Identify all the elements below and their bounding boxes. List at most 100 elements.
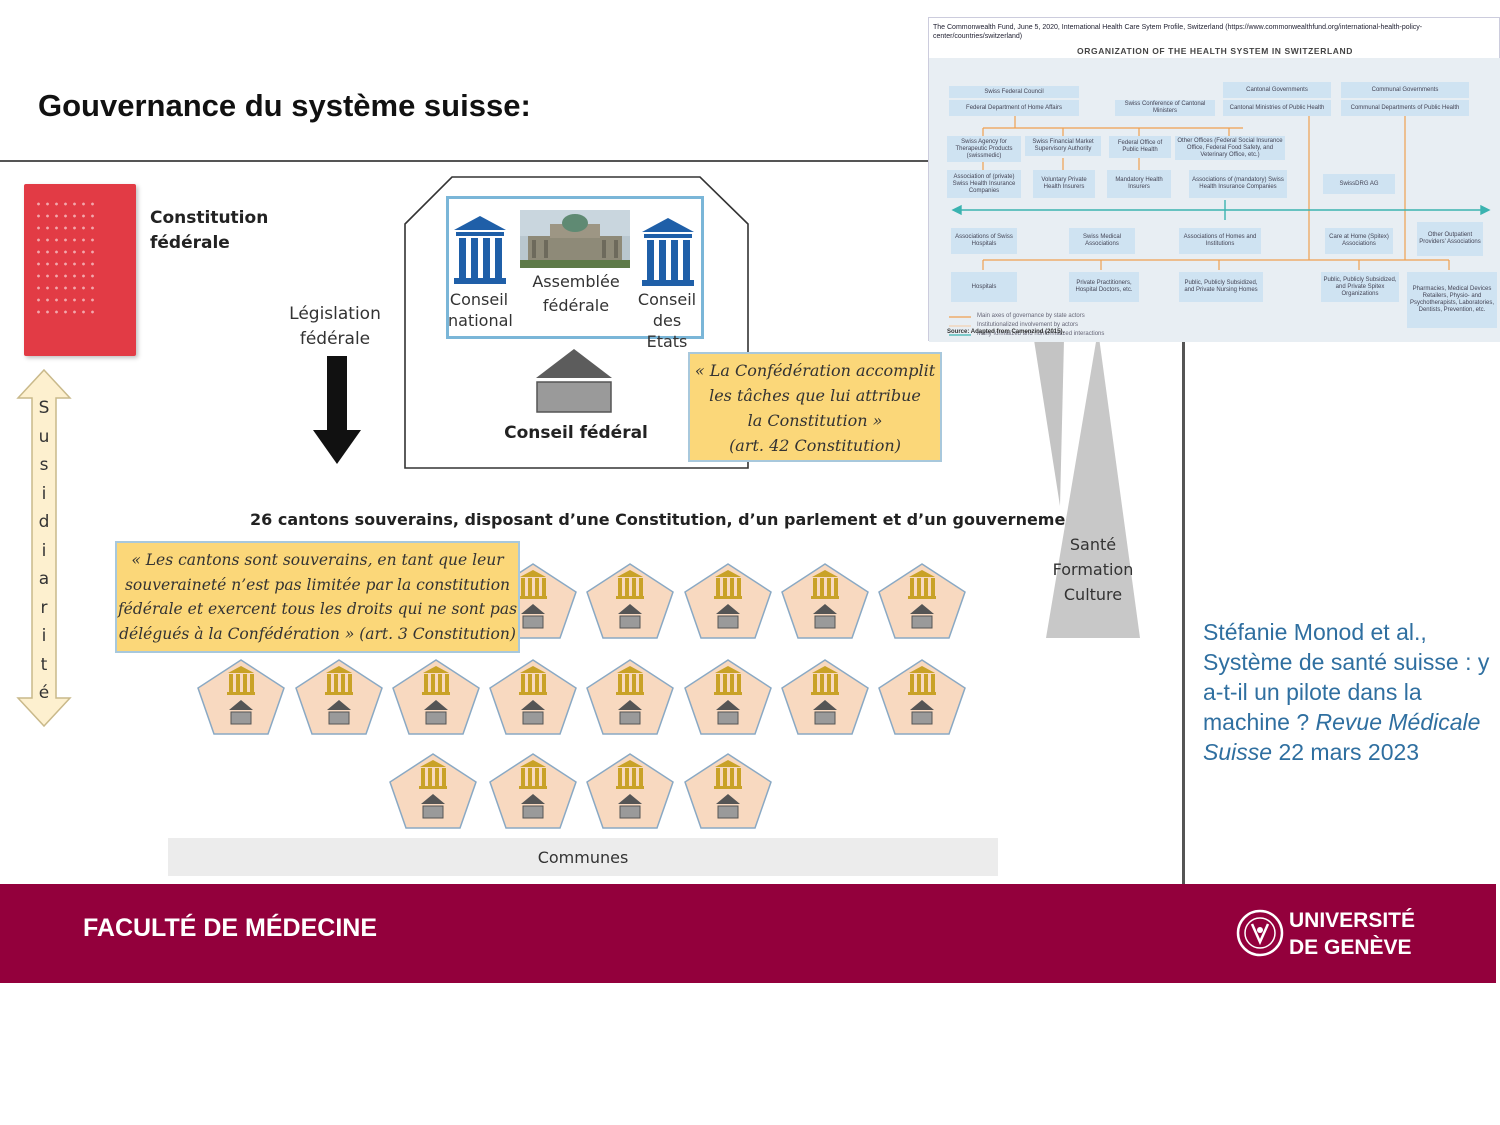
faculty-label: FACULTÉ DE MÉDECINE xyxy=(83,914,377,942)
quote-line: délégués à la Confédération » (art. 3 Co… xyxy=(119,624,516,643)
subsidiarity-letter: i xyxy=(41,483,47,504)
canton-pentagon xyxy=(684,753,772,829)
org-chart-source-note: Source: Adapted from Camenzind (2015). xyxy=(947,329,1065,335)
subsidiarity-letter: t xyxy=(40,654,48,675)
quote-line: souveraineté n’est pas limitée par la co… xyxy=(124,575,511,594)
org-chart-body: Swiss Federal Council Federal Department… xyxy=(929,58,1500,342)
org-box-pharmacies: Pharmacies, Medical Devices Retailers, P… xyxy=(1407,272,1497,328)
org-box-communal-dep: Communal Departments of Public Health xyxy=(1341,100,1469,116)
org-box-mandatory: Mandatory Health Insurers xyxy=(1107,170,1171,198)
org-box-assoc-mandatory: Associations of (mandatory) Swiss Health… xyxy=(1189,170,1287,198)
assemblee-line2: fédérale xyxy=(542,296,610,315)
government-house-icon xyxy=(536,349,612,413)
org-box-voluntary: Voluntary Private Health Insurers xyxy=(1033,170,1095,198)
quote-cantons: « Les cantons sont souverains, en tant q… xyxy=(115,541,520,653)
canton-pentagon xyxy=(197,659,285,735)
conseil-national-line1: Conseil xyxy=(449,290,509,309)
org-box-assoc-homes: Associations of Homes and Institutions xyxy=(1179,228,1261,254)
canton-pentagon xyxy=(392,659,480,735)
org-box-assoc-private: Association of (private) Swiss Health In… xyxy=(947,170,1021,198)
conseil-national-label: Conseil national xyxy=(448,289,513,331)
org-box-private-pract: Private Practitioners, Hospital Doctors,… xyxy=(1069,272,1139,302)
org-box-foph: Federal Office of Public Health xyxy=(1109,136,1171,158)
vertical-divider xyxy=(1182,340,1185,885)
canton-pentagon xyxy=(781,563,869,639)
domain-culture: Culture xyxy=(1063,585,1123,604)
constitution-book-image xyxy=(24,184,136,356)
canton-pentagon xyxy=(489,659,577,735)
quote-line: les tâches que lui attribue xyxy=(709,386,921,405)
legislation-label-line2: fédérale xyxy=(299,329,371,349)
citation: Stéfanie Monod et al., Système de santé … xyxy=(1203,617,1493,767)
legislation-label: Législation fédérale xyxy=(285,302,385,352)
org-box-fdha: Federal Department of Home Affairs xyxy=(949,100,1079,116)
constitution-label-line1: Constitution xyxy=(150,208,269,228)
citation-text: Stéfanie Monod et al., Système de santé … xyxy=(1203,619,1490,735)
parliament-building-icon xyxy=(642,218,694,286)
org-box-cantonal-gov: Cantonal Governments xyxy=(1223,82,1331,98)
org-box-finma: Swiss Financial Market Supervisory Autho… xyxy=(1025,136,1101,156)
subsidiarity-letter: s xyxy=(39,455,49,475)
subsidiarity-letter: é xyxy=(38,683,50,703)
canton-pentagon xyxy=(781,659,869,735)
footer-bar xyxy=(0,884,1496,983)
legend-interactions: Many formalized and nonformalized intera… xyxy=(977,331,1105,337)
org-box-spitex-orgs: Public, Publicly Subsidized, and Private… xyxy=(1321,272,1399,302)
canton-pentagon xyxy=(389,753,477,829)
canton-pentagon xyxy=(878,563,966,639)
quote-line: fédérale et exercent tous les droits qui… xyxy=(117,600,518,618)
org-box-swissdrg: SwissDRG AG xyxy=(1323,174,1395,194)
conseil-federal-label: Conseil fédéral xyxy=(504,423,648,443)
domain-triangles xyxy=(1034,330,1140,638)
subsidiarity-letter: u xyxy=(38,426,50,447)
org-chart-connectors xyxy=(949,114,1491,336)
subsidiarity-double-arrow xyxy=(16,368,72,728)
header-divider xyxy=(0,160,1185,162)
conseil-etats-line1: Conseil xyxy=(637,290,697,309)
canton-pentagon xyxy=(489,753,577,829)
conseil-etats-line2: des Etats xyxy=(646,311,688,351)
org-chart-title: ORGANIZATION OF THE HEALTH SYSTEM IN SWI… xyxy=(1077,46,1353,56)
down-arrow-icon xyxy=(313,356,361,464)
quote-line: « Les cantons sont souverains, en tant q… xyxy=(131,551,504,569)
org-box-swissmedic: Swiss Agency for Therapeutic Products (s… xyxy=(947,136,1021,162)
legend-main-axes: Main axes of governance by state actors xyxy=(977,313,1085,319)
quote-confederation: « La Confédération accomplit les tâches … xyxy=(688,352,942,462)
subsidiarity-letter: a xyxy=(38,569,50,589)
org-box-conf-cantonal: Swiss Conference of Cantonal Ministers xyxy=(1115,100,1215,116)
org-box-medical-assoc: Swiss Medical Associations xyxy=(1069,228,1135,254)
university-line1: UNIVERSITÉ xyxy=(1289,909,1416,932)
health-system-org-chart: The Commonwealth Fund, June 5, 2020, Int… xyxy=(928,17,1500,342)
federal-palace-photo xyxy=(520,210,630,268)
book-pattern xyxy=(34,198,94,318)
quote-line: (art. 42 Constitution) xyxy=(729,436,901,455)
canton-pentagon xyxy=(586,753,674,829)
university-name: UNIVERSITÉ DE GENÈVE xyxy=(1289,907,1415,961)
legislation-label-line1: Législation xyxy=(289,304,381,324)
org-box-other-offices: Other Offices (Federal Social Insurance … xyxy=(1175,136,1285,160)
parliament-building-icon xyxy=(454,216,506,284)
subsidiarity-letter: d xyxy=(38,512,50,532)
canton-pentagon xyxy=(295,659,383,735)
subsidiarity-letter: S xyxy=(38,398,50,418)
assemblee-line1: Assemblée xyxy=(532,272,620,291)
org-box-nursing-homes: Public, Publicly Subsidized, and Private… xyxy=(1179,272,1263,302)
subsidiarity-letter: i xyxy=(41,626,47,646)
university-line2: DE GENÈVE xyxy=(1289,936,1412,959)
org-chart-source: The Commonwealth Fund, June 5, 2020, Int… xyxy=(933,24,1423,40)
domains-label: Santé Formation Culture xyxy=(1050,532,1136,607)
conseil-national-line2: national xyxy=(448,311,513,330)
org-box-care-home: Care at Home (Spitex) Associations xyxy=(1325,228,1393,254)
slide-title: Gouvernance du système suisse: xyxy=(38,88,531,123)
constitution-label-line2: fédérale xyxy=(150,233,230,253)
legend-institutionalized: Institutionalized involvement by actors xyxy=(977,322,1079,328)
subsidiarity-letter: i xyxy=(41,540,47,561)
canton-pentagon xyxy=(586,659,674,735)
quote-line: la Constitution » xyxy=(747,411,883,430)
conseil-etats-label: Conseil des Etats xyxy=(634,289,700,352)
quote-line: « La Confédération accomplit xyxy=(694,361,936,380)
citation-journal: Revue Médicale Suisse xyxy=(1203,709,1481,765)
citation-date: 22 mars 2023 xyxy=(1278,739,1420,765)
communes-bar: Communes xyxy=(168,838,998,876)
org-box-other-outpatient: Other Outpatient Providers' Associations xyxy=(1417,222,1483,256)
